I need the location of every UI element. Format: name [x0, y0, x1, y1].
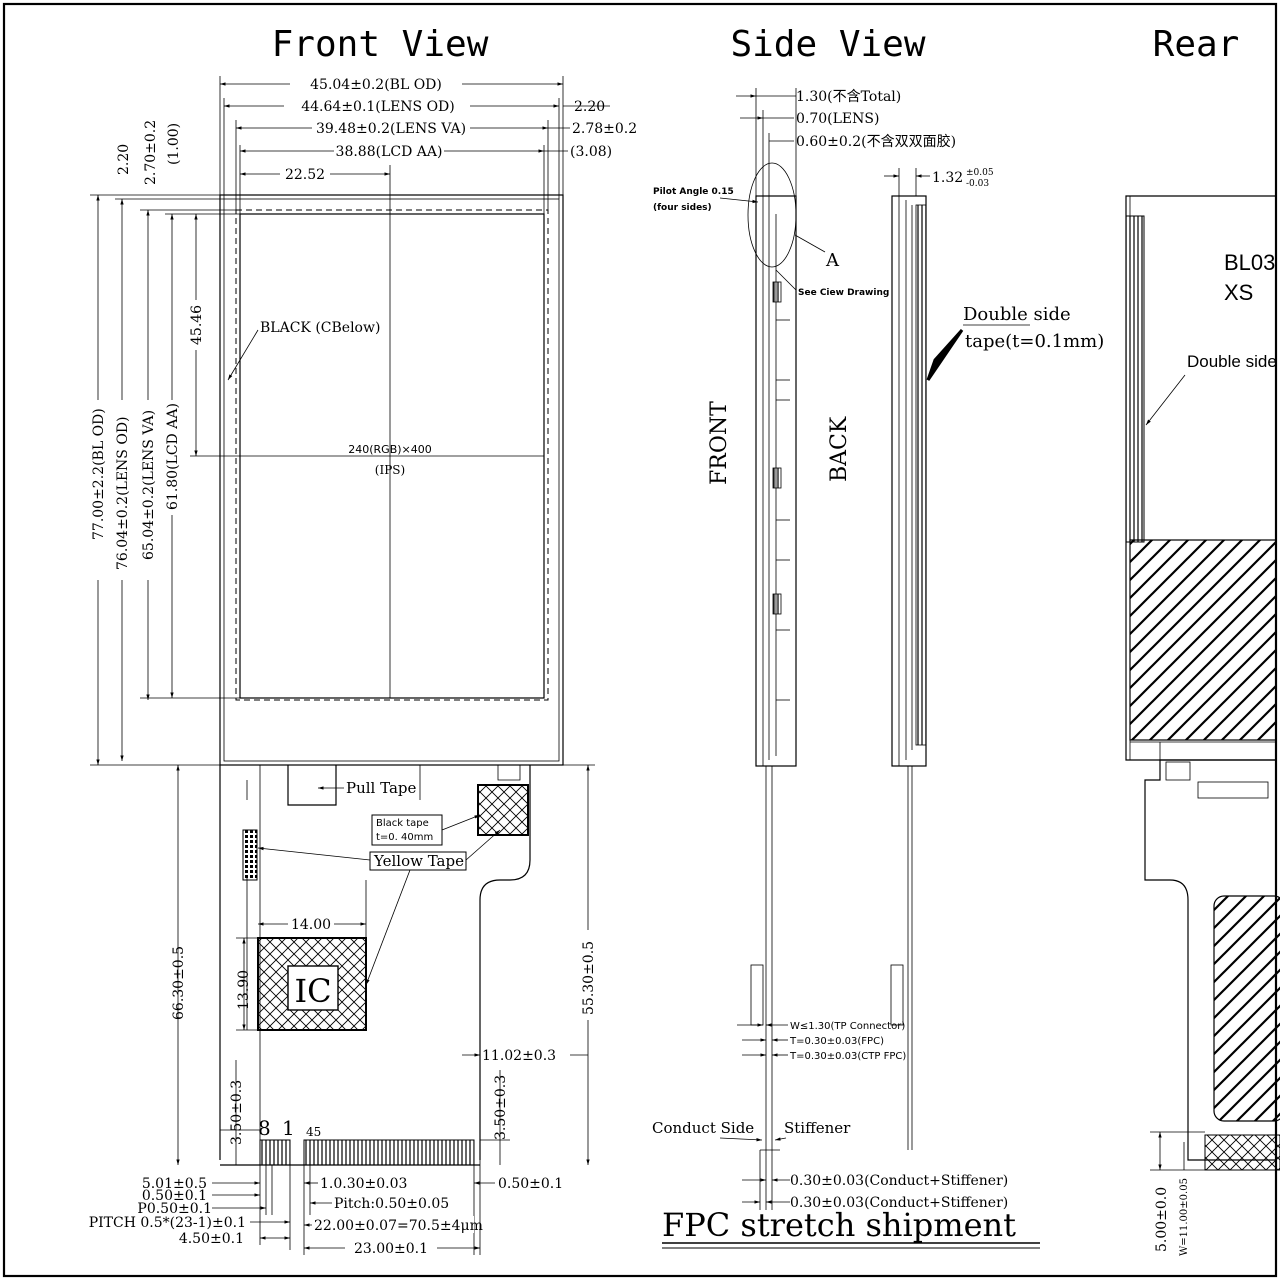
yellow-tape-label: Yellow Tape	[373, 852, 464, 870]
connector-pins-left	[259, 1139, 291, 1166]
side-view: A See Ciew Drawing Pilot Angle 0.15 (fou…	[652, 88, 1104, 1249]
rear-fpc-hatched	[1213, 895, 1280, 1122]
connector-pins-right	[303, 1139, 475, 1166]
bl-outline	[219, 194, 564, 766]
dim-pitch: PITCH 0.5*(23-1)±0.1	[89, 1215, 246, 1231]
dim-fpc-tail: 55.30±0.5	[581, 941, 597, 1015]
dim-fpc-length: 66.30±0.5	[171, 946, 187, 1020]
pin-45-label: 45	[306, 1125, 321, 1139]
dim-thickness-tol-plus: ±0.05	[966, 168, 994, 178]
dim-bl-od-width: 45.04±0.2(BL OD)	[310, 77, 442, 93]
dim-conduct-stiffener-b: 0.30±0.03(Conduct+Stiffener)	[790, 1195, 1008, 1211]
rear-double-side-label: Double side	[1187, 352, 1277, 371]
dim-lcd-aa-height: 61.80(LCD AA)	[165, 403, 181, 510]
dim-lcd-aa-width: 38.88(LCD AA)	[336, 144, 443, 160]
stiffener-label: Stiffener	[784, 1119, 851, 1137]
pin-1-label: 1	[282, 1116, 295, 1140]
dim-side-total: 1.30(不含Total)	[796, 89, 901, 105]
dim-stiffener-left: 3.50±0.3	[229, 1080, 245, 1145]
dim-left-2-70: 2.70±0.2	[143, 120, 159, 185]
dim-side-panel: 0.60±0.2(不含双双面胶)	[796, 133, 956, 150]
rear-dim-5: 5.00±0.0	[1154, 1187, 1170, 1252]
four-sides-label: (four sides)	[653, 203, 712, 213]
dim-p0-50: P0.50±0.1	[137, 1201, 212, 1217]
detail-a-label: A	[825, 250, 840, 271]
pilot-angle-label: Pilot Angle 0.15	[653, 187, 734, 197]
double-side-tape	[915, 204, 927, 746]
resolution-label: 240(RGB)×400	[348, 443, 432, 456]
dim-lens-va-height: 65.04±0.2(LENS VA)	[141, 410, 157, 560]
dim-lens-od-width: 44.64±0.1(LENS OD)	[301, 99, 455, 115]
conduct-side-label: Conduct Side	[652, 1119, 754, 1137]
tape-thickness-label: tape(t=0.1mm)	[965, 331, 1104, 352]
rear-view-title: Rear	[1153, 24, 1240, 65]
double-side-label: Double side	[963, 304, 1071, 325]
dim-lens-va-width: 39.48±0.2(LENS VA)	[316, 121, 466, 137]
detail-a-circle	[747, 162, 797, 268]
panel-type-label: (IPS)	[375, 463, 405, 477]
dim-conduct-stiffener-a: 0.30±0.03(Conduct+Stiffener)	[790, 1173, 1008, 1189]
rear-dim-w11: W=11.00±0.05	[1179, 1178, 1190, 1256]
dim-22-00: 22.00±0.07=70.5±4μm	[314, 1218, 483, 1234]
dim-pin-width: 1.0.30±0.03	[320, 1176, 407, 1192]
dim-pin-pitch: Pitch:0.50±0.05	[334, 1196, 449, 1212]
dim-half-width: 22.52	[285, 167, 325, 183]
black-label: BLACK (CBelow)	[260, 320, 380, 336]
black-tape-thickness: t=0. 40mm	[376, 832, 433, 843]
front-view-title: Front View	[272, 24, 489, 65]
dim-5-01: 5.01±0.5	[142, 1176, 207, 1192]
dim-4-50: 4.50±0.1	[179, 1231, 244, 1247]
front-view: 45.04±0.2(BL OD) 44.64±0.1(LENS OD) 39.4…	[89, 74, 637, 1257]
rear-fpc-outline	[1144, 759, 1276, 1161]
dim-right-2-78: 2.78±0.2	[572, 121, 637, 137]
dim-bl-od-height: 77.00±2.2(BL OD)	[91, 408, 107, 540]
dim-left-1-00: (1.00)	[166, 123, 182, 165]
dim-right-2-20: 2.20	[574, 99, 605, 115]
rear-view: BL03 XS Double side 5.00±0.0 W=11.00±0.0…	[1125, 195, 1280, 1256]
side-view-title: Side View	[730, 24, 925, 65]
dim-left-2-20: 2.20	[116, 144, 132, 175]
side-profile-front	[755, 195, 797, 767]
dim-thickness: 1.32	[932, 170, 963, 186]
pull-tape-label: Pull Tape	[346, 779, 417, 797]
dim-0-50-a: 0.50±0.1	[142, 1188, 207, 1204]
dim-ic-height: 13.90	[236, 970, 252, 1010]
dim-stiffener-right: 3.50±0.3	[493, 1075, 509, 1140]
dim-23-00: 23.00±0.1	[354, 1241, 428, 1257]
fpc-shipment-label: FPC stretch shipment	[662, 1206, 1016, 1244]
pull-tape-tab	[287, 765, 337, 806]
back-side-label: BACK	[827, 416, 852, 482]
dim-thickness-tol-minus: -0.03	[966, 179, 989, 189]
rear-connector	[1204, 1134, 1280, 1171]
see-drawing-label: See Ciew Drawing	[798, 288, 889, 298]
dim-fpc-thickness: T=0.30±0.03(FPC)	[789, 1036, 884, 1047]
rear-code-2: XS	[1224, 280, 1253, 305]
dim-half-height: 45.46	[189, 305, 205, 345]
lens-va-outline	[235, 209, 549, 701]
dim-ic-width: 14.00	[291, 917, 331, 933]
dim-lens-od-height: 76.04±0.2(LENS OD)	[115, 416, 131, 570]
dim-0-50-b: 0.50±0.1	[498, 1176, 563, 1192]
dim-fpc-width: 11.02±0.3	[482, 1048, 556, 1064]
pin-8-label: 8	[258, 1116, 271, 1140]
rear-hatched-region	[1129, 539, 1277, 741]
black-tape-patch	[477, 784, 529, 836]
ic-label: IC	[294, 972, 331, 1010]
yellow-tape-patch	[242, 829, 258, 881]
black-tape-label: Black tape	[376, 818, 429, 829]
front-side-label: FRONT	[707, 401, 732, 485]
dim-tp-connector: W≤1.30(TP Connector)	[790, 1021, 905, 1032]
rear-double-side-tape	[1125, 215, 1145, 543]
dim-ctp-fpc-thickness: T=0.30±0.03(CTP FPC)	[789, 1051, 906, 1062]
dim-side-lens: 0.70(LENS)	[796, 111, 879, 127]
dim-right-3-08: (3.08)	[570, 144, 612, 160]
rear-code-1: BL03	[1224, 250, 1275, 275]
fpc-outline	[219, 765, 531, 1160]
